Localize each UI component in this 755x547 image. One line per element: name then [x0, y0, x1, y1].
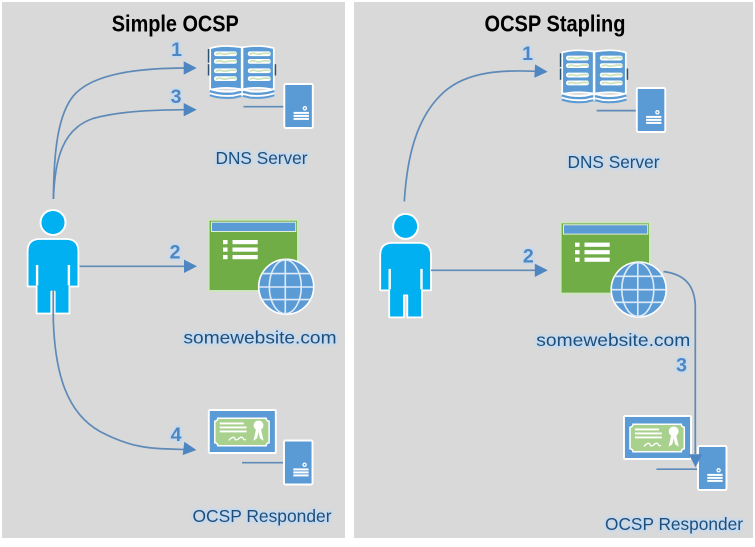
svg-text:3: 3 — [676, 355, 687, 377]
svg-text:Simple OCSP: Simple OCSP — [112, 10, 239, 36]
svg-text:somewebsite.com: somewebsite.com — [536, 330, 690, 350]
svg-text:3: 3 — [171, 86, 182, 108]
svg-text:2: 2 — [523, 245, 534, 267]
svg-text:1: 1 — [522, 43, 533, 65]
svg-text:DNS Server: DNS Server — [568, 152, 660, 172]
svg-text:1: 1 — [171, 39, 182, 61]
svg-text:2: 2 — [523, 245, 534, 267]
svg-text:OCSP Stapling: OCSP Stapling — [485, 10, 626, 36]
svg-text:2: 2 — [170, 242, 181, 264]
svg-text:4: 4 — [171, 424, 182, 446]
svg-text:DNS Server: DNS Server — [216, 148, 308, 168]
svg-text:somewebsite.com: somewebsite.com — [184, 327, 337, 347]
svg-text:3: 3 — [676, 355, 687, 377]
svg-text:1: 1 — [171, 39, 182, 61]
svg-text:DNS Server: DNS Server — [216, 148, 308, 168]
svg-text:4: 4 — [171, 424, 182, 446]
svg-text:DNS Server: DNS Server — [568, 152, 660, 172]
svg-text:OCSP Responder: OCSP Responder — [605, 514, 743, 534]
svg-text:OCSP Responder: OCSP Responder — [193, 506, 332, 526]
svg-text:1: 1 — [522, 43, 533, 65]
svg-text:somewebsite.com: somewebsite.com — [536, 330, 690, 350]
svg-text:somewebsite.com: somewebsite.com — [184, 327, 337, 347]
svg-text:OCSP Responder: OCSP Responder — [193, 506, 332, 526]
svg-text:3: 3 — [171, 86, 182, 108]
svg-text:2: 2 — [170, 242, 181, 264]
svg-text:OCSP Responder: OCSP Responder — [605, 514, 743, 534]
